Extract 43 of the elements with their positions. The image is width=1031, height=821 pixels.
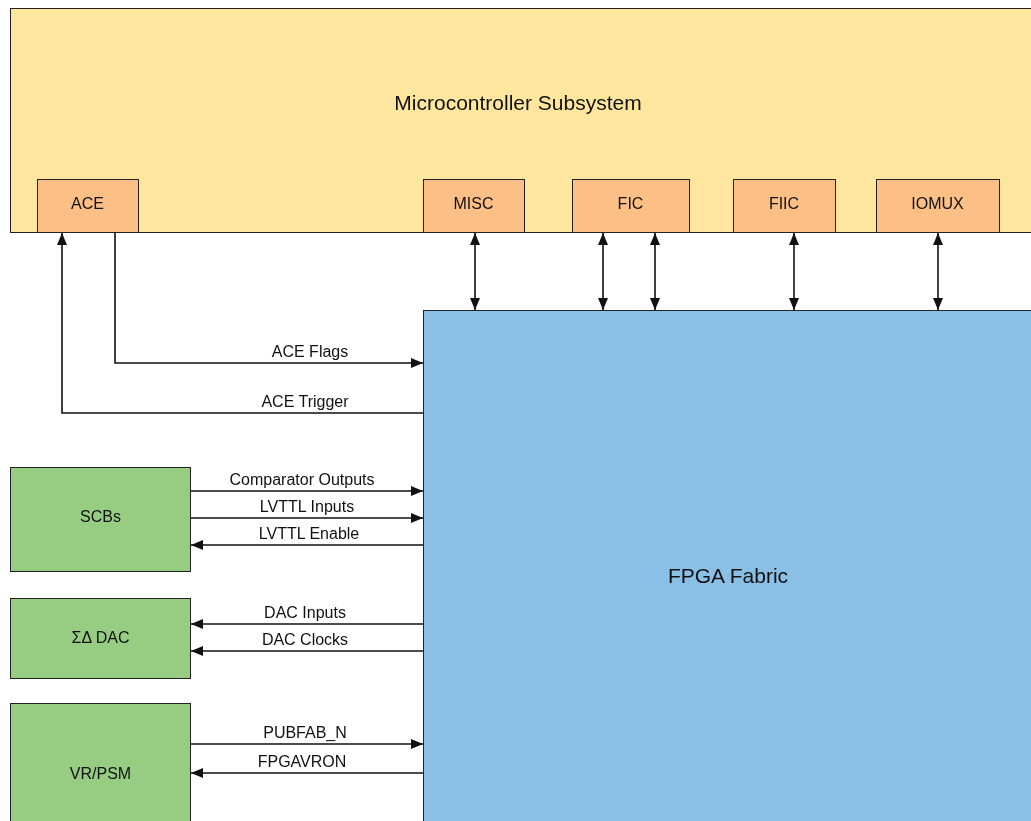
edge-label: FPGAVRON bbox=[257, 753, 347, 771]
block bbox=[423, 310, 1031, 821]
subsystem-block bbox=[10, 8, 1031, 233]
block-label: SCBs bbox=[79, 508, 122, 526]
arrow bbox=[190, 739, 424, 749]
arrow bbox=[933, 232, 943, 311]
block-label: Microcontroller Subsystem bbox=[393, 91, 643, 115]
block bbox=[10, 467, 191, 572]
edge-label: LVTTL Enable bbox=[258, 525, 360, 543]
block-label: ACE bbox=[70, 194, 105, 213]
block-label: VR/PSM bbox=[68, 765, 133, 783]
block-label: MISC bbox=[452, 194, 495, 213]
edge-label: ACE Trigger bbox=[261, 393, 349, 411]
arrow bbox=[190, 768, 424, 778]
arrow bbox=[190, 513, 424, 523]
arrow bbox=[114, 232, 424, 368]
arrow bbox=[190, 619, 424, 629]
arrow bbox=[190, 646, 424, 656]
edge-label: LVTTL Inputs bbox=[259, 498, 355, 516]
block bbox=[10, 703, 191, 821]
arrow bbox=[789, 232, 799, 311]
block-label: ΣΔ DAC bbox=[70, 629, 131, 647]
edge-label: PUBFAB_N bbox=[263, 724, 347, 742]
arrow bbox=[598, 232, 608, 311]
block bbox=[732, 178, 836, 233]
arrow bbox=[650, 232, 660, 311]
block-label: IOMUX bbox=[910, 194, 965, 213]
block-label: FIIC bbox=[767, 194, 801, 213]
block bbox=[875, 178, 1000, 233]
edge-label: ACE Flags bbox=[271, 343, 349, 361]
block bbox=[571, 178, 690, 233]
block-label: FIC bbox=[616, 194, 645, 213]
edge-label: Comparator Outputs bbox=[229, 471, 375, 489]
block bbox=[422, 178, 525, 233]
edge-label: DAC Inputs bbox=[264, 604, 346, 622]
arrow bbox=[190, 486, 424, 496]
edge-label: DAC Clocks bbox=[261, 631, 349, 649]
arrow bbox=[190, 540, 424, 550]
arrow bbox=[57, 232, 424, 414]
block bbox=[10, 598, 191, 679]
block bbox=[36, 178, 139, 233]
block-label: FPGA Fabric bbox=[666, 564, 790, 588]
arrow bbox=[470, 232, 480, 311]
